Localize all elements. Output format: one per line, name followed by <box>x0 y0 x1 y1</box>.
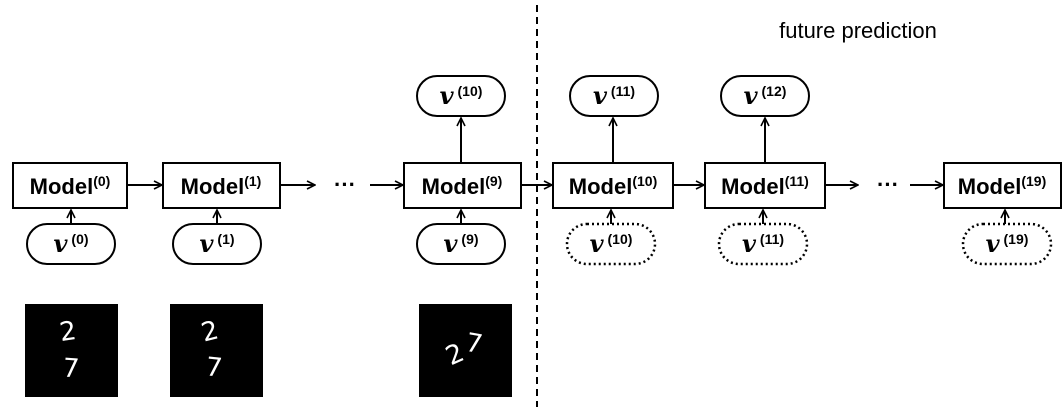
svg-text:2: 2 <box>58 316 79 348</box>
svg-text:Model(0): Model(0) <box>30 173 111 199</box>
predicted-input-v-11: v(11) <box>717 222 809 266</box>
output-v-12: v(12) <box>720 75 810 117</box>
svg-text:v(1): v(1) <box>199 229 234 258</box>
ellipsis-right: ··· <box>877 172 899 197</box>
svg-text:7: 7 <box>204 352 224 384</box>
model-box-10: Model(10) <box>552 162 674 209</box>
predicted-input-v-19: v(19) <box>961 222 1053 266</box>
input-v-9: v(9) <box>416 223 506 265</box>
predicted-input-v-10: v(10) <box>565 222 657 266</box>
input-v-0: v(0) <box>26 223 116 265</box>
svg-text:Model(11): Model(11) <box>721 173 809 199</box>
model-box-19: Model(19) <box>943 162 1062 209</box>
svg-text:v(0): v(0) <box>53 229 88 258</box>
digit-frame-0: 2 7 <box>25 304 118 397</box>
svg-text:v(11): v(11) <box>593 81 635 110</box>
svg-text:v(10): v(10) <box>440 81 483 110</box>
svg-text:v(12): v(12) <box>744 81 787 110</box>
svg-text:v(19): v(19) <box>986 229 1029 258</box>
input-v-1: v(1) <box>172 223 262 265</box>
svg-text:Model(1): Model(1) <box>181 173 262 199</box>
digit-frame-9: 2 7 <box>419 304 512 397</box>
output-v-10: v(10) <box>416 75 506 117</box>
model-box-1: Model(1) <box>162 162 281 209</box>
svg-text:7: 7 <box>62 353 81 384</box>
svg-text:Model(9): Model(9) <box>422 173 503 199</box>
svg-text:v(11): v(11) <box>742 229 784 258</box>
svg-text:2: 2 <box>198 315 221 348</box>
digit-frame-1: 2 7 <box>170 304 263 397</box>
model-box-11: Model(11) <box>704 162 826 209</box>
svg-text:Model(19): Model(19) <box>958 173 1046 199</box>
svg-text:Model(10): Model(10) <box>569 173 657 199</box>
svg-text:v(10): v(10) <box>590 229 633 258</box>
svg-text:7: 7 <box>463 328 485 360</box>
model-box-0: Model(0) <box>12 162 128 209</box>
output-v-11: v(11) <box>569 75 659 117</box>
svg-text:v(9): v(9) <box>443 229 478 258</box>
future-prediction-label: future prediction <box>779 18 937 43</box>
model-box-9: Model(9) <box>403 162 522 209</box>
ellipsis-left: ··· <box>334 172 356 197</box>
